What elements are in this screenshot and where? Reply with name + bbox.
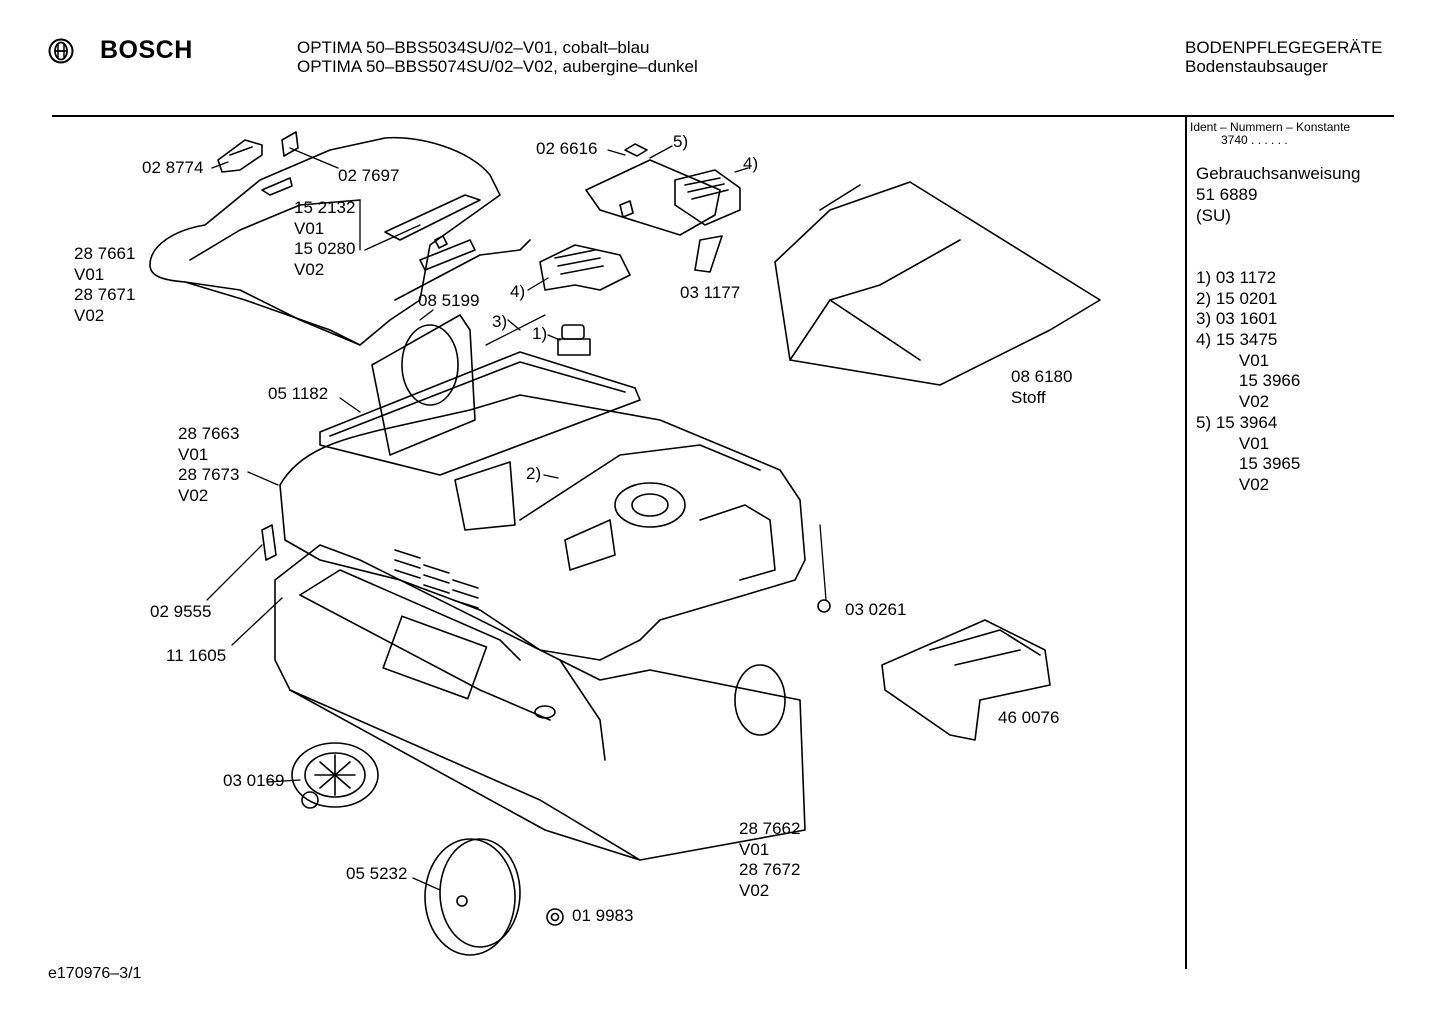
leader-lines (206, 145, 827, 891)
footnote-item: 2) 15 0201 (1196, 288, 1278, 308)
part-label-152132-block: 15 2132 V01 15 0280 V02 (294, 198, 355, 281)
bag-holder-frame (319, 351, 641, 476)
model-line-2: OPTIMA 50–BBS5074SU/02–V02, aubergine–du… (297, 57, 698, 76)
part-label-line: 28 7673 (178, 465, 240, 485)
footnote-list: 1) 03 1172 2) 15 0201 3) 03 1601 4) 15 3… (1196, 268, 1300, 496)
part-label-287661-block: 28 7661 V01 28 7671 V02 (74, 244, 135, 327)
knob-part (557, 324, 591, 356)
part-label-line: 28 7671 (74, 285, 136, 305)
manual-title: Gebrauchsanweisung (1196, 164, 1361, 183)
part-label-line: 28 7672 (739, 860, 801, 880)
footnote-item: 15 3966 (1220, 371, 1301, 391)
footnote-item: 5) 15 3964 (1196, 412, 1278, 432)
part-label-030169: 03 0169 (223, 771, 285, 790)
manual-variant: (SU) (1196, 206, 1231, 225)
footnote-item: V02 (1220, 474, 1270, 494)
part-label-line: 28 7662 (739, 819, 801, 838)
footnote-marker-5: 5) (673, 132, 689, 151)
category-line-1: BODENPFLEGEGERÄTE (1185, 38, 1383, 57)
footnote-item: 15 3965 (1220, 454, 1301, 474)
sidebar-divider (1185, 116, 1187, 969)
part-label-line: V02 (74, 306, 105, 326)
part-label-030261: 03 0261 (845, 600, 907, 619)
part-label-line: V01 (74, 264, 105, 284)
bosch-brand: BOSCH (48, 36, 193, 65)
part-label-029555: 02 9555 (150, 602, 212, 621)
main-housing (279, 394, 806, 661)
bosch-logo-icon (48, 38, 74, 63)
part-label-line: V02 (178, 486, 209, 506)
footnote-marker-4-left: 4) (510, 282, 526, 301)
part-label-287662-block: 28 7662 V01 28 7672 V02 (739, 819, 800, 902)
part-label-line: Stoff (1011, 387, 1046, 407)
part-label-086180-block: 08 6180 Stoff (1011, 367, 1072, 408)
footnote-item: V01 (1220, 433, 1270, 453)
footnote-item: 3) 03 1601 (1196, 309, 1278, 329)
inner-flap (371, 314, 476, 456)
document-id: e170976–3/1 (48, 965, 142, 982)
part-label-031177: 03 1177 (680, 283, 741, 302)
model-line-1: OPTIMA 50–BBS5034SU/02–V01, cobalt–blau (297, 38, 650, 57)
brand-name: BOSCH (100, 36, 193, 64)
base-tray (274, 544, 806, 861)
ident-label: Ident – Nummern – Konstante (1190, 120, 1351, 134)
part-label-027697: 02 7697 (338, 166, 400, 185)
part-label-line: V02 (739, 881, 770, 901)
part-label-line: V01 (178, 444, 209, 464)
part-label-line: V01 (739, 839, 770, 859)
footnote-marker-4-top: 4) (743, 154, 759, 173)
filter-cover-top (585, 143, 741, 273)
footnote-item: 4) 15 3475 (1196, 330, 1278, 350)
rear-wheel (424, 838, 521, 956)
part-label-line: 08 6180 (1011, 367, 1073, 386)
part-label-line: 15 2132 (294, 198, 356, 217)
part-label-019983: 01 9983 (572, 906, 634, 925)
footnote-marker-3: 3) (492, 312, 508, 331)
footnote-marker-1: 1) (532, 324, 548, 343)
dust-bag (774, 181, 1101, 386)
part-label-051182: 05 1182 (268, 384, 329, 403)
manual-number: 51 6889 (1196, 185, 1258, 204)
header-divider (52, 115, 1394, 117)
part-label-111605: 11 1605 (166, 646, 227, 665)
category-line-2: Bodenstaubsauger (1185, 57, 1328, 76)
part-label-line: 15 0280 (294, 239, 356, 259)
part-label-287663-block: 28 7663 V01 28 7673 V02 (178, 424, 239, 507)
part-label-line: 28 7661 (74, 244, 136, 263)
part-label-line: V02 (294, 260, 325, 280)
part-label-028774: 02 8774 (142, 158, 204, 177)
ident-value: 3740 . . . . . . (1221, 133, 1288, 147)
footnote-item: V01 (1220, 350, 1270, 370)
part-label-026616: 02 6616 (536, 139, 598, 158)
footnote-marker-2: 2) (526, 464, 542, 483)
part-label-line: 28 7663 (178, 424, 240, 443)
nut-019983 (546, 908, 564, 926)
part-label-line: V01 (294, 218, 325, 238)
filter-cover-left (539, 244, 631, 291)
lid-cover (149, 136, 531, 346)
footnote-item: 1) 03 1172 (1196, 268, 1277, 287)
ring-030261 (817, 599, 831, 613)
part-label-460076: 46 0076 (998, 708, 1060, 727)
part-label-055232: 05 5232 (346, 864, 408, 883)
footnote-item: V02 (1220, 392, 1270, 412)
bracket-027697 (281, 131, 299, 157)
hose-connector (881, 619, 1051, 741)
part-label-085199: 08 5199 (418, 291, 480, 310)
clip-028774 (217, 139, 263, 173)
exploded-parts-drawing (149, 131, 1101, 956)
caster-wheel (291, 742, 379, 809)
clip-029555 (261, 524, 277, 561)
